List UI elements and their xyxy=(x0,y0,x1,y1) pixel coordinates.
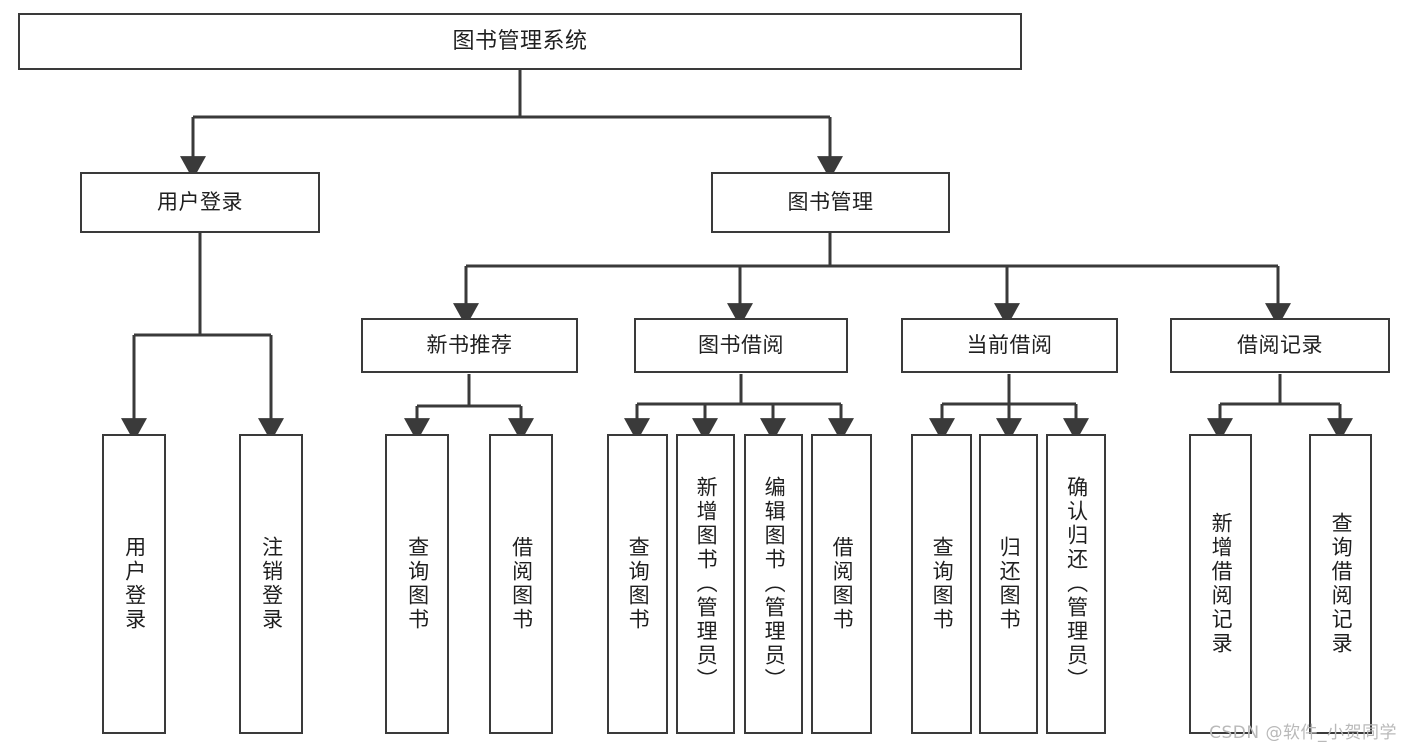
node-current-borrow[interactable]: 当前借阅 xyxy=(901,318,1118,373)
leaf-add-borrow-record[interactable]: 新增借阅记录 xyxy=(1189,434,1252,734)
node-new-book-recommend[interactable]: 新书推荐 xyxy=(361,318,578,373)
node-label: 查询图书 xyxy=(626,536,651,632)
node-label: 新增图书（管理员） xyxy=(694,476,719,692)
node-label: 注销登录 xyxy=(259,536,284,632)
node-label: 新书推荐 xyxy=(426,333,513,358)
watermark: CSDN @软件_小贺同学 xyxy=(1209,723,1397,743)
node-label: 借阅记录 xyxy=(1237,333,1323,358)
node-book-management[interactable]: 图书管理 xyxy=(711,172,950,233)
leaf-user-login[interactable]: 用户登录 xyxy=(102,434,166,734)
leaf-add-book-admin[interactable]: 新增图书（管理员） xyxy=(676,434,735,734)
leaf-return-book[interactable]: 归还图书 xyxy=(979,434,1038,734)
node-label: 查询图书 xyxy=(930,536,955,632)
leaf-query-book[interactable]: 查询图书 xyxy=(607,434,668,734)
leaf-user-logout[interactable]: 注销登录 xyxy=(239,434,303,734)
node-label: 用户登录 xyxy=(122,536,147,632)
node-label: 查询借阅记录 xyxy=(1329,512,1354,656)
node-book-borrow[interactable]: 图书借阅 xyxy=(634,318,848,373)
node-borrow-record[interactable]: 借阅记录 xyxy=(1170,318,1390,373)
leaf-query-borrow-record[interactable]: 查询借阅记录 xyxy=(1309,434,1372,734)
node-label: 编辑图书（管理员） xyxy=(762,476,787,692)
leaf-borrow-book-recommend[interactable]: 借阅图书 xyxy=(489,434,553,734)
node-label: 归还图书 xyxy=(997,536,1022,632)
node-label: 新增借阅记录 xyxy=(1209,512,1234,656)
node-label: 当前借阅 xyxy=(966,333,1053,358)
leaf-query-book-recommend[interactable]: 查询图书 xyxy=(385,434,449,734)
node-label: 图书管理 xyxy=(787,190,874,215)
node-label: 图书管理系统 xyxy=(452,28,588,54)
node-root-system[interactable]: 图书管理系统 xyxy=(18,13,1022,70)
node-label: 用户登录 xyxy=(157,190,243,215)
leaf-borrow-book[interactable]: 借阅图书 xyxy=(811,434,872,734)
leaf-edit-book-admin[interactable]: 编辑图书（管理员） xyxy=(744,434,803,734)
node-user-login[interactable]: 用户登录 xyxy=(80,172,320,233)
node-label: 图书借阅 xyxy=(698,333,784,358)
node-label: 查询图书 xyxy=(405,536,430,632)
node-label: 借阅图书 xyxy=(509,536,534,632)
leaf-query-book-current[interactable]: 查询图书 xyxy=(911,434,972,734)
leaf-confirm-return-admin[interactable]: 确认归还（管理员） xyxy=(1046,434,1106,734)
node-label: 确认归还（管理员） xyxy=(1064,476,1089,692)
node-label: 借阅图书 xyxy=(830,536,855,632)
